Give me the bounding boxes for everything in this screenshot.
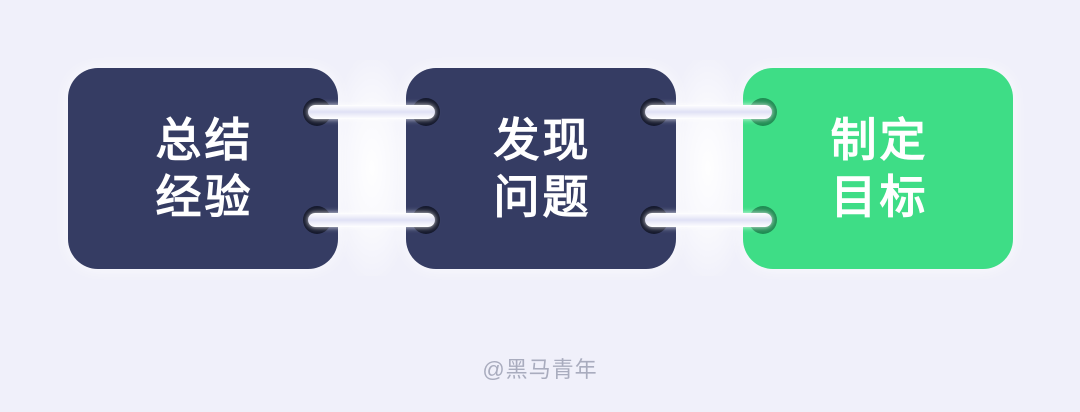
step-card-set-goals: 制定 目标 bbox=[743, 68, 1013, 269]
watermark-text: @黑马青年 bbox=[482, 357, 598, 382]
step-label-line: 问题 bbox=[493, 170, 592, 223]
step-label-line: 目标 bbox=[830, 170, 929, 223]
gap-glow bbox=[336, 60, 408, 276]
step-card-summarize-experience: 总结 经验 bbox=[68, 68, 338, 269]
connector-pill bbox=[645, 105, 772, 119]
connector-pill bbox=[308, 105, 435, 119]
connector-pill bbox=[645, 213, 772, 227]
step-label-line: 经验 bbox=[155, 170, 254, 223]
gap-glow bbox=[672, 60, 744, 276]
step-card-discover-problems: 发现 问题 bbox=[406, 68, 676, 269]
connector-pill bbox=[308, 213, 435, 227]
step-label-line: 总结 bbox=[155, 113, 254, 166]
step-label-line: 发现 bbox=[493, 113, 592, 166]
step-label-line: 制定 bbox=[830, 113, 929, 166]
